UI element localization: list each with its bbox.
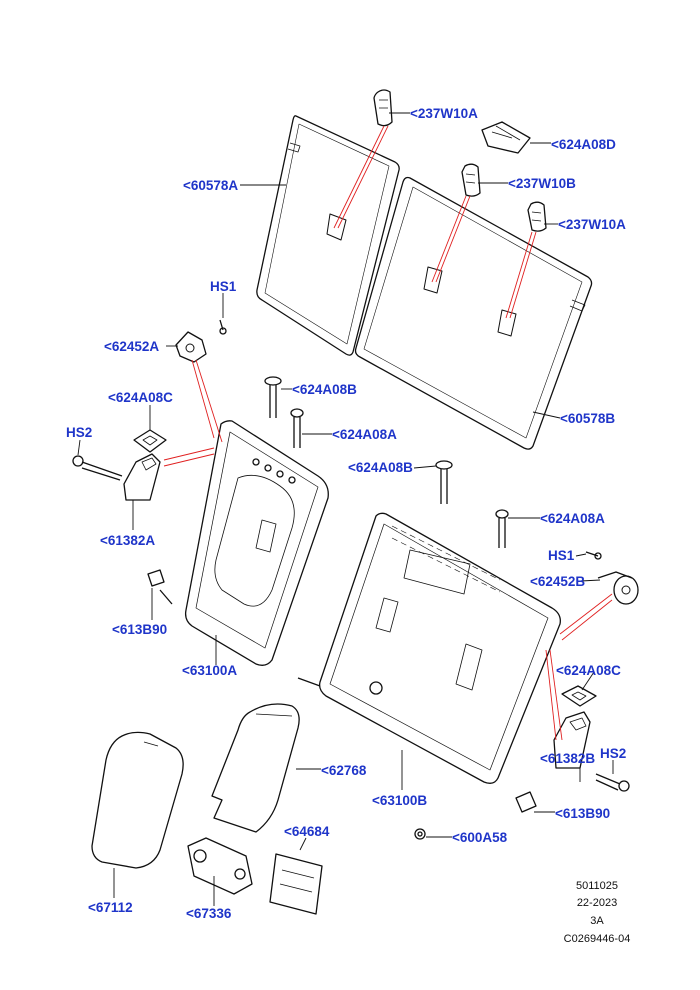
- callout-62768[interactable]: <62768: [321, 763, 367, 778]
- bracket-67336: [187, 837, 253, 895]
- callout-61382b[interactable]: <61382B: [540, 751, 596, 766]
- seat-frame-lower-right: [297, 512, 561, 784]
- callout-624a08d[interactable]: <624A08D: [551, 137, 616, 152]
- guide-post-624a08a-left: [290, 408, 304, 448]
- screw-hs1-right: [585, 551, 602, 560]
- bracket-64684: [269, 853, 323, 915]
- callout-62452a[interactable]: <62452A: [104, 339, 160, 354]
- date-code: 22-2023: [576, 897, 618, 909]
- seat-back-panel-a: [256, 115, 400, 356]
- callout-61382a[interactable]: <61382A: [100, 533, 156, 548]
- cable-613b90-right: [515, 791, 537, 813]
- bezel-624a08c-right: [561, 685, 597, 707]
- callout-613b90-left[interactable]: <613B90: [112, 622, 168, 637]
- callout-63100b[interactable]: <63100B: [372, 793, 428, 808]
- callout-624a08a-right[interactable]: <624A08A: [540, 511, 605, 526]
- callout-60578b[interactable]: <60578B: [560, 411, 616, 426]
- callout-237w10a-right[interactable]: <237W10A: [558, 217, 626, 232]
- callout-624a08a-left[interactable]: <624A08A: [332, 427, 397, 442]
- cable-613b90-left: [147, 569, 173, 605]
- guide-post-624a08b-right: [435, 460, 453, 504]
- callout-64684[interactable]: <64684: [284, 824, 330, 839]
- callout-600a58[interactable]: <600A58: [452, 830, 508, 845]
- ref-number: 5011025: [575, 880, 618, 892]
- bezel-624a08d: [481, 121, 531, 154]
- callout-62452b[interactable]: <62452B: [530, 574, 586, 589]
- leader-lines: [77, 112, 614, 906]
- callout-624a08c-right[interactable]: <624A08C: [556, 663, 621, 678]
- callout-613b90-right[interactable]: <613B90: [555, 806, 611, 821]
- callout-624a08b-right[interactable]: <624A08B: [348, 460, 413, 475]
- screw-hs1-left: [219, 319, 227, 335]
- seat-frame-upper-left: [184, 420, 329, 666]
- sheet-number: 3A: [590, 915, 604, 927]
- callout-lines-red: [163, 125, 613, 741]
- nut-600a58: [414, 828, 426, 840]
- cover-67112: [91, 731, 184, 869]
- callout-hs1-left[interactable]: HS1: [210, 279, 237, 294]
- callout-63100a[interactable]: <63100A: [182, 663, 238, 678]
- headrest-guide-right: [527, 201, 547, 232]
- guide-post-624a08a-right: [495, 509, 509, 548]
- callout-624a08c-left[interactable]: <624A08C: [108, 390, 173, 405]
- callout-hs1-right[interactable]: HS1: [548, 548, 575, 563]
- callout-624a08b-left[interactable]: <624A08B: [292, 382, 357, 397]
- seat-back-panel-b: [354, 176, 593, 450]
- trim-panel-62768: [211, 703, 300, 833]
- callout-60578a[interactable]: <60578A: [183, 178, 239, 193]
- callout-67336[interactable]: <67336: [186, 906, 232, 921]
- callout-67112[interactable]: <67112: [88, 900, 133, 915]
- latch-61382a: [123, 453, 161, 501]
- headrest-guide-middle: [461, 163, 481, 197]
- callout-237w10b[interactable]: <237W10B: [508, 176, 576, 191]
- bezel-624a08c-left: [133, 429, 167, 453]
- callout-hs2-left[interactable]: HS2: [66, 425, 93, 440]
- callout-237w10a-top[interactable]: <237W10A: [410, 106, 478, 121]
- bolt-hs2-left: [72, 455, 123, 481]
- guide-post-624a08b-left: [264, 376, 282, 418]
- headrest-guide-top: [373, 89, 393, 127]
- catalog-code: C0269446-04: [563, 933, 631, 945]
- callout-hs2-right[interactable]: HS2: [600, 746, 627, 761]
- hinge-bracket-62452a: [175, 331, 207, 363]
- hinge-bracket-62452b: [597, 571, 639, 605]
- bolt-hs2-right: [595, 773, 630, 792]
